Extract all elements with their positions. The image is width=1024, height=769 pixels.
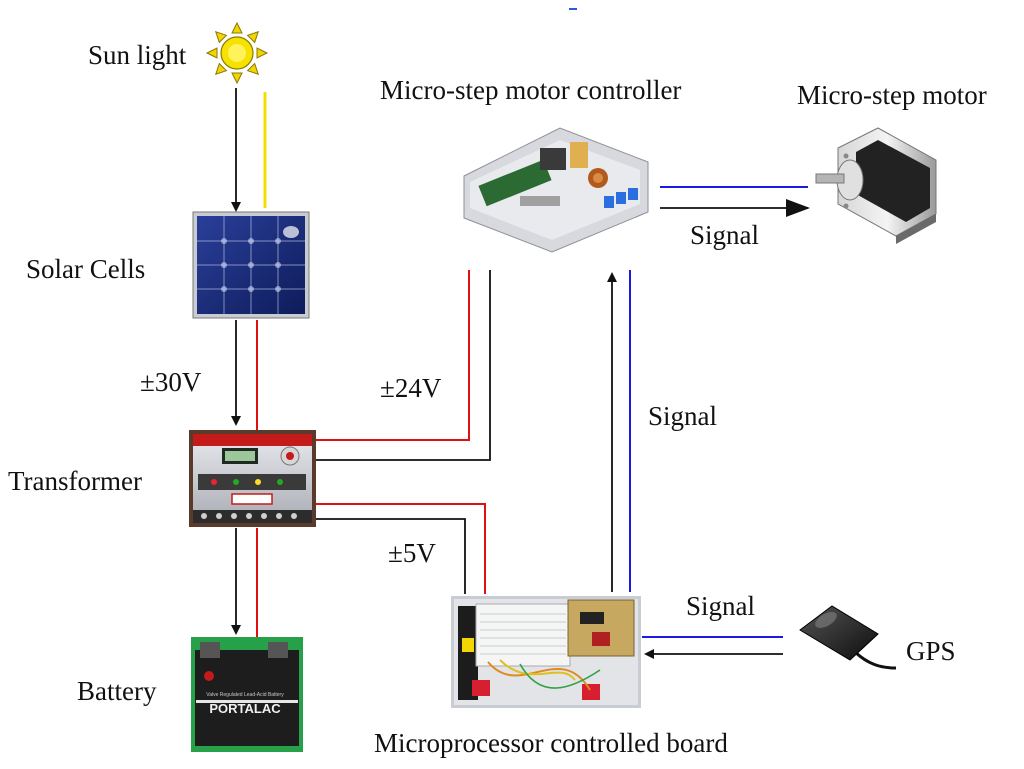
transformer-image [189,430,316,527]
battery-brand-text: PORTALAC [209,701,281,716]
label-signal-motor: Signal [690,220,759,250]
label-signal-gps: Signal [686,591,755,621]
label-24v: ±24V [380,373,442,403]
transformer-to-controller-red [315,270,470,441]
sun-icon [205,21,269,85]
gps-image [799,605,897,670]
label-5v: ±5V [388,538,436,568]
motor-controller-image [463,127,649,253]
label-signal-vertical: Signal [648,401,717,431]
solar-panel-image [192,211,310,319]
label-microprocessor-board: Microprocessor controlled board [374,728,728,758]
label-motor-controller: Micro-step motor controller [380,75,681,105]
transformer-to-board-red [315,503,486,594]
battery-image: PORTALAC Valve Regulated Lead-Acid Batte… [191,637,303,752]
label-30v: ±30V [140,367,202,397]
label-motor: Micro-step motor [797,80,987,110]
label-solar-cells: Solar Cells [26,254,145,284]
wires [231,88,810,659]
label-sunlight: Sun light [88,40,187,70]
battery-small-text: Valve Regulated Lead-Acid Battery [206,692,284,698]
label-battery: Battery [77,676,157,706]
label-gps: GPS [906,636,956,666]
transformer-to-board-black [315,518,466,594]
microprocessor-board-image [451,596,641,708]
transformer-to-controller-black [315,270,491,461]
motor-image [815,127,937,244]
label-transformer: Transformer [8,466,142,496]
